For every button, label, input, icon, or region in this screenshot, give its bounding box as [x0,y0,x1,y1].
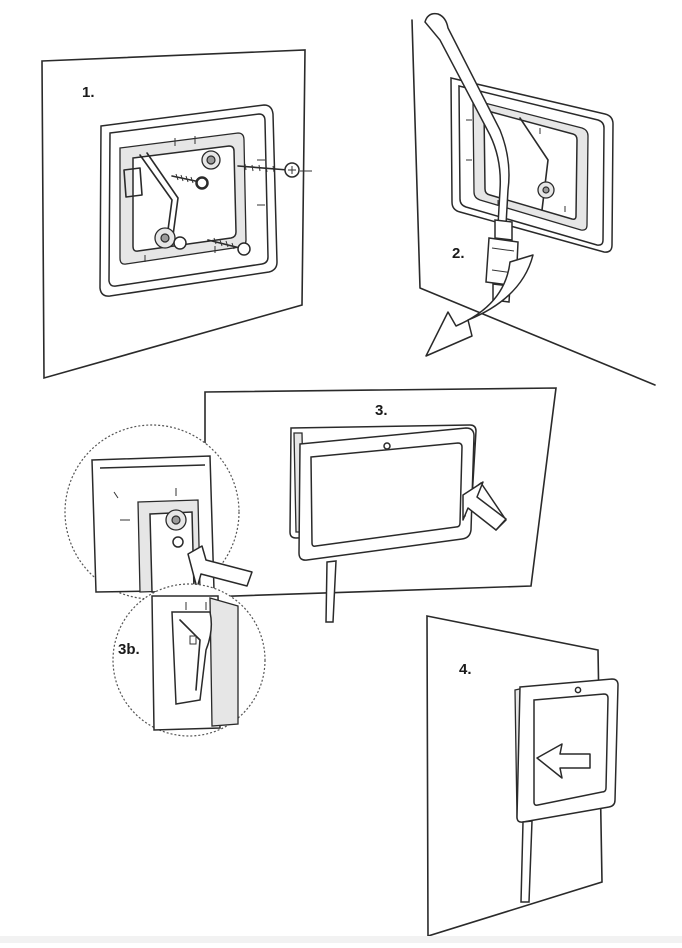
step-1-illustration [41,49,312,380]
bottom-strip [0,936,682,943]
cable-pole-4 [520,820,533,903]
cable-pole-3 [325,560,337,623]
mounting-bracket [99,104,278,297]
screw-3 [207,237,251,256]
step-2-illustration [411,12,656,386]
step-3-illustration [204,387,557,623]
display-panel-3 [298,427,475,561]
step-label-3b: 3b. [118,641,140,658]
wall-edge-2 [411,19,656,386]
cable-top [424,12,510,226]
zoom-detail-3b [112,583,266,737]
arrow-4 [536,743,591,779]
step-label-2: 2. [452,245,465,262]
step-4-illustration [426,615,619,938]
screw-1 [171,173,208,189]
step-label-3: 3. [375,402,388,419]
arrow-2 [425,254,534,357]
screw-2 [237,162,312,178]
step-label-4: 4. [459,661,472,678]
display-panel-4 [514,678,619,823]
step-label-1: 1. [82,84,95,101]
